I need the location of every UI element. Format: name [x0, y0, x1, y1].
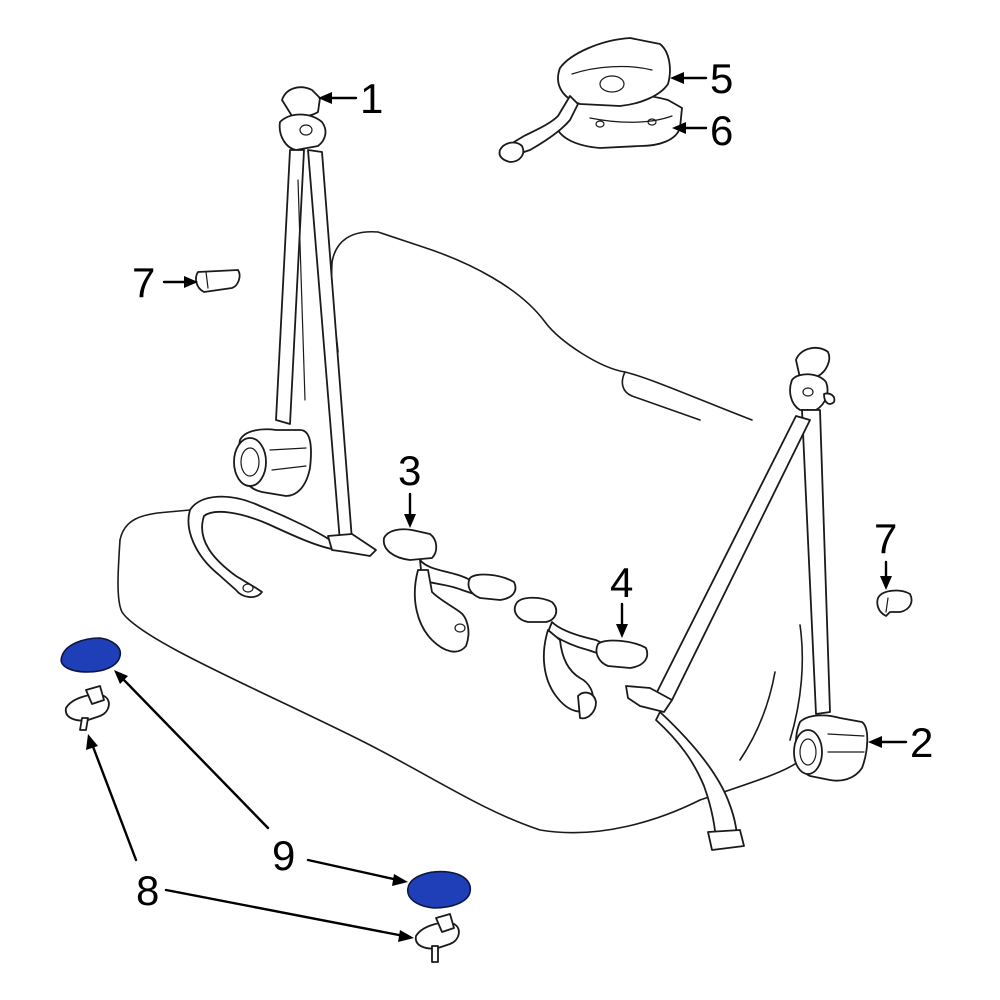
callout-8: 8: [136, 867, 159, 914]
anchor-bolt-8-lower: [414, 913, 460, 963]
anchor-cover-9-lower: [407, 870, 472, 909]
callout-7-right: 7: [874, 515, 897, 562]
seat-outline: [117, 230, 804, 834]
callout-9: 9: [272, 832, 295, 879]
callout-4: 4: [610, 559, 633, 606]
left-outer-seat-belt: [187, 86, 377, 598]
callout-5: 5: [710, 55, 733, 102]
trim-cover-right: [876, 589, 913, 617]
callout-labels: 1 5 6 7 3 4 7 2 9 8: [132, 55, 933, 914]
right-outer-seat-belt: [625, 346, 869, 851]
callout-1: 1: [360, 75, 383, 122]
center-buckle-left: [382, 528, 517, 653]
anchor-bolt-8-upper: [64, 685, 110, 731]
callout-7-left: 7: [132, 259, 155, 306]
callout-6: 6: [710, 107, 733, 154]
trim-cover-left: [195, 269, 241, 293]
anchor-cover-9-upper: [60, 637, 122, 673]
callout-3: 3: [398, 447, 421, 494]
top-anchor-assembly: [498, 37, 683, 163]
center-buckle-right: [513, 596, 649, 720]
callout-2: 2: [910, 719, 933, 766]
leader-lines: [86, 72, 908, 942]
